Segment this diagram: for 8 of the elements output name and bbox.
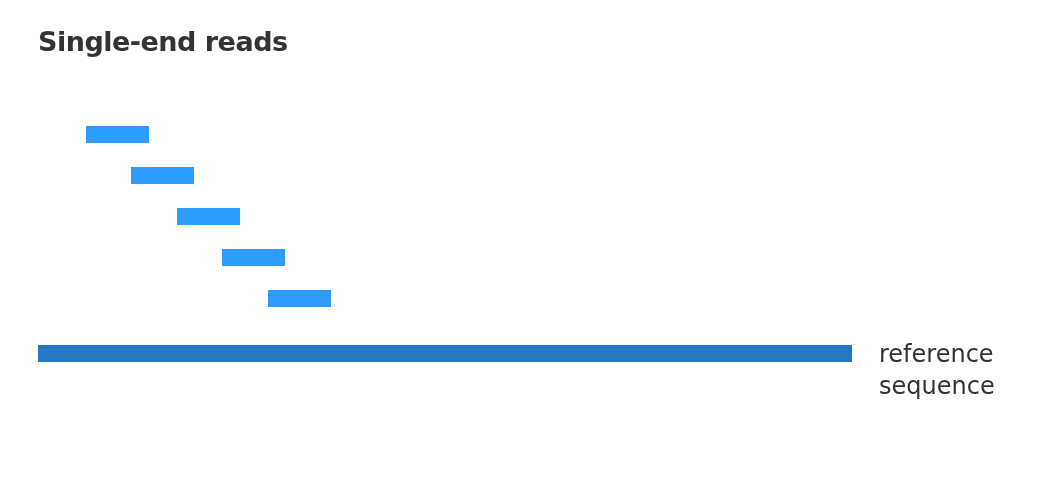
read-bar — [222, 249, 285, 266]
read-bar — [268, 290, 331, 307]
read-bar — [86, 126, 149, 143]
title: Single-end reads — [38, 26, 288, 57]
bar-caption: reference sequence — [879, 339, 996, 402]
read-bar — [131, 167, 194, 184]
read-bar — [177, 208, 240, 225]
reference-sequence-bar — [38, 345, 852, 362]
